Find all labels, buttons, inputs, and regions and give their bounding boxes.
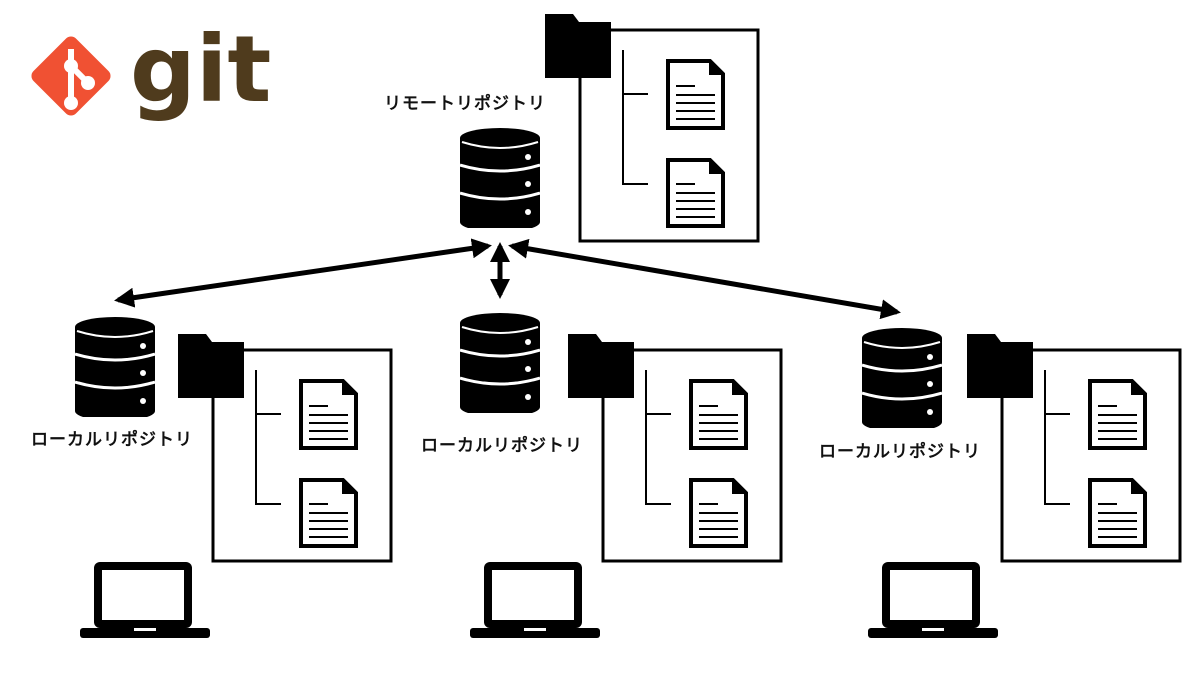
laptop-icon bbox=[80, 562, 210, 638]
local-database-icon bbox=[862, 328, 942, 428]
local-repository-label: ローカルリポジトリ bbox=[421, 435, 583, 456]
connection-arrows bbox=[114, 238, 901, 320]
local-repository-right: ローカルリポジトリ bbox=[819, 328, 1182, 638]
local-database-icon bbox=[460, 313, 540, 413]
local-database-icon bbox=[75, 317, 155, 417]
local-file-tree-icon bbox=[568, 332, 783, 563]
local-repository-label: ローカルリポジトリ bbox=[31, 429, 193, 450]
local-file-tree-icon bbox=[178, 332, 393, 563]
local-repository-left: ローカルリポジトリ bbox=[31, 317, 393, 638]
git-logo: git bbox=[31, 16, 271, 123]
laptop-icon bbox=[868, 562, 998, 638]
remote-file-tree-icon bbox=[545, 12, 760, 243]
remote-repository: リモートリポジトリ bbox=[384, 12, 760, 243]
git-branch-icon bbox=[64, 49, 95, 110]
git-logo-text: git bbox=[130, 16, 271, 123]
remote-database-icon bbox=[460, 128, 540, 228]
laptop-icon bbox=[470, 562, 600, 638]
local-repository-center: ローカルリポジトリ bbox=[421, 313, 783, 638]
local-repository-label: ローカルリポジトリ bbox=[819, 441, 981, 462]
arrow-remote-local-right bbox=[508, 238, 901, 320]
arrow-remote-local-left bbox=[114, 238, 492, 308]
remote-repository-label: リモートリポジトリ bbox=[384, 93, 546, 114]
local-file-tree-icon bbox=[967, 332, 1182, 563]
